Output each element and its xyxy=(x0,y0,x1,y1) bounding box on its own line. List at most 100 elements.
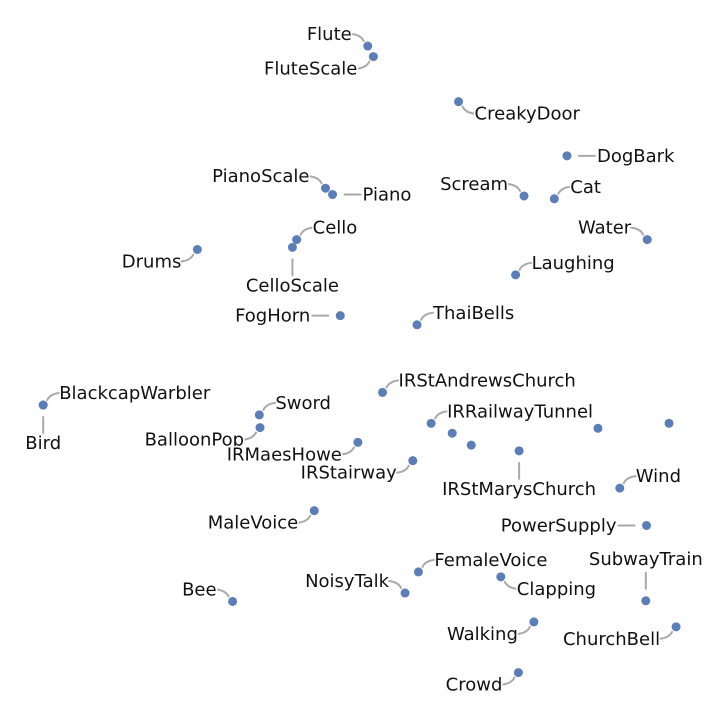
point-label: Wind xyxy=(636,466,681,487)
point-label: SubwayTrain xyxy=(589,549,703,570)
leader-line xyxy=(501,676,516,686)
leader-line xyxy=(243,431,258,441)
point-label: ChurchBell xyxy=(563,629,660,650)
point-labels: FluteFluteScaleCreakyDoorDogBarkPianoSca… xyxy=(24,23,704,698)
scatter-point xyxy=(321,183,331,193)
leader-line xyxy=(420,311,435,321)
leader-line xyxy=(299,226,314,236)
leader-line xyxy=(557,185,572,195)
leader-line xyxy=(215,588,230,598)
point-label: Piano xyxy=(363,185,412,206)
leader-line xyxy=(388,580,403,590)
scatter-point xyxy=(529,617,539,627)
point-label: IRRailwayTunnel xyxy=(447,401,593,422)
leader-line xyxy=(356,60,371,70)
leader-line xyxy=(297,514,312,524)
point-label: PowerSupply xyxy=(501,515,617,536)
scatter-point xyxy=(593,423,603,433)
point-label: Scream xyxy=(440,174,508,195)
scatter-point xyxy=(400,588,410,598)
scatter-point xyxy=(192,244,202,254)
point-label: Sword xyxy=(275,393,331,414)
point-label: IRStMarysChurch xyxy=(442,479,596,500)
scatter-point xyxy=(519,191,529,201)
leader-line xyxy=(350,33,365,43)
point-label: Bird xyxy=(25,433,61,454)
point-label: FluteScale xyxy=(264,59,357,80)
scatter-point xyxy=(408,456,418,466)
point-label: Clapping xyxy=(517,579,596,600)
scatter-point xyxy=(412,320,422,330)
point-label: BalloonPop xyxy=(145,430,244,451)
scatter-point xyxy=(496,572,506,582)
scatter-point xyxy=(292,235,302,245)
leader-line xyxy=(461,105,476,115)
point-label: Laughing xyxy=(532,253,615,274)
point-label: ThaiBells xyxy=(432,303,514,324)
point-label: Bee xyxy=(182,579,217,600)
leader-line xyxy=(507,182,522,192)
scatter-point xyxy=(353,437,363,447)
leader-line xyxy=(503,580,518,590)
point-label: Crowd xyxy=(446,675,503,696)
leader-line xyxy=(516,625,531,635)
scatter-point xyxy=(642,235,652,245)
point-label: CelloScale xyxy=(246,275,339,296)
point-label: Cello xyxy=(313,218,358,239)
point-label: MaleVoice xyxy=(208,513,299,534)
leader-line xyxy=(630,226,645,236)
point-label: Flute xyxy=(307,24,352,45)
leader-line xyxy=(421,558,436,568)
scatter-point xyxy=(426,418,436,428)
point-label: IRStairway xyxy=(301,463,397,484)
scatter-point xyxy=(254,410,264,420)
scatter-point xyxy=(363,41,373,51)
scatter-point xyxy=(562,151,572,161)
leader-line xyxy=(308,175,323,185)
leader-line xyxy=(262,401,277,411)
point-label: BlackcapWarbler xyxy=(59,383,211,404)
scatter-point xyxy=(514,446,524,456)
point-label: PianoScale xyxy=(212,166,309,187)
scatter-point xyxy=(38,400,48,410)
scatter-point xyxy=(328,190,338,200)
leader-line xyxy=(518,261,533,271)
point-label: NoisyTalk xyxy=(305,571,390,592)
point-label: Drums xyxy=(122,251,182,272)
point-label: Cat xyxy=(570,177,601,198)
point-label: Walking xyxy=(447,624,518,645)
scatter-points xyxy=(38,41,681,678)
scatter-point xyxy=(511,270,521,280)
point-label: CreakyDoor xyxy=(475,104,581,125)
scatter-point xyxy=(413,567,423,577)
scatter-point xyxy=(513,668,523,678)
leader-line xyxy=(385,379,400,389)
point-label: IRMaesHowe xyxy=(227,444,342,465)
point-label: Water xyxy=(578,218,632,239)
leader-line xyxy=(340,446,355,456)
scatter-point xyxy=(378,387,388,397)
scatter-point xyxy=(549,194,559,204)
scatter-point xyxy=(335,311,345,321)
scatter-point xyxy=(447,428,457,438)
leader-lines xyxy=(42,33,674,686)
scatter-point xyxy=(615,483,625,493)
leader-line xyxy=(659,630,674,640)
scatter-point xyxy=(671,622,681,632)
leader-line xyxy=(46,392,61,402)
leader-line xyxy=(434,410,449,420)
scatter-point xyxy=(368,52,378,62)
scatter-point xyxy=(664,418,674,428)
scatter-point xyxy=(228,596,238,606)
scatter-point xyxy=(454,97,464,107)
scatter-point xyxy=(642,520,652,530)
scatter-point xyxy=(309,506,319,516)
scatter-point xyxy=(466,440,476,450)
scatter-point xyxy=(255,423,265,433)
point-label: DogBark xyxy=(597,146,675,167)
leader-line xyxy=(622,475,637,485)
scatter-point xyxy=(287,242,297,252)
point-label: IRStAndrewsChurch xyxy=(399,370,576,391)
scatter-point xyxy=(641,596,651,606)
